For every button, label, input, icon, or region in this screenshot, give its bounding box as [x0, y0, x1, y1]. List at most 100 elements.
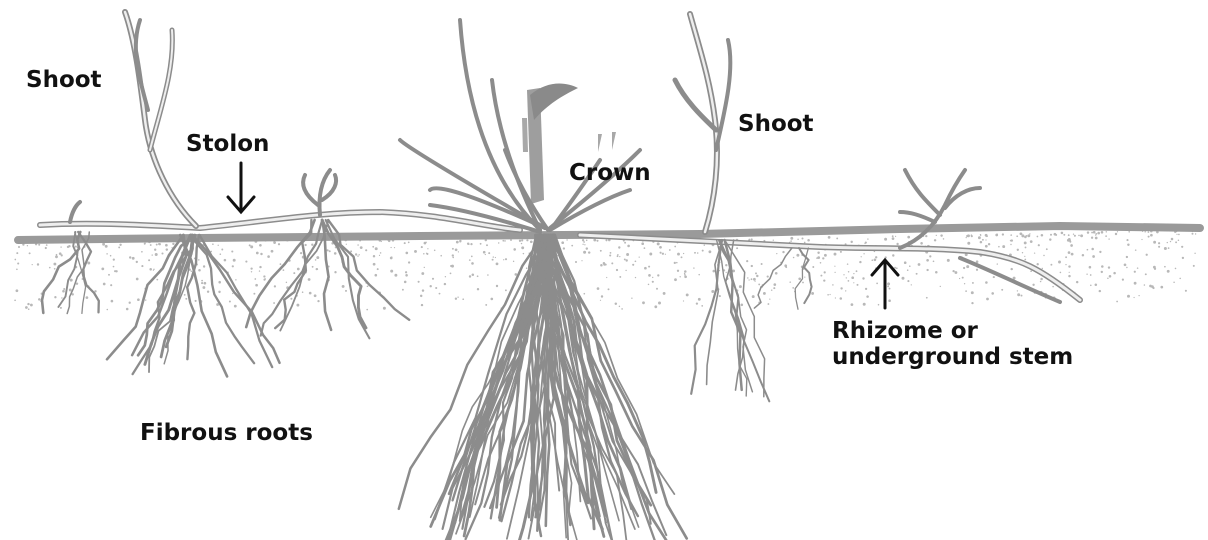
- soil-speckle: [851, 276, 854, 279]
- soil-speckle: [1026, 235, 1028, 237]
- soil-speckle: [600, 264, 603, 267]
- soil-speckle: [405, 252, 408, 255]
- soil-speckle: [18, 246, 20, 248]
- soil-speckle: [308, 278, 311, 281]
- soil-speckle: [108, 274, 110, 276]
- soil-speckle: [471, 256, 473, 258]
- soil-speckle: [502, 240, 504, 242]
- soil-speckle: [920, 242, 923, 245]
- soil-speckle: [971, 291, 974, 294]
- soil-speckle: [966, 265, 969, 268]
- rhizome-arrow: [872, 260, 898, 308]
- soil-speckle: [586, 240, 588, 242]
- soil-speckle: [1089, 266, 1092, 269]
- soil-speckle: [648, 284, 650, 286]
- soil-speckle: [1069, 272, 1070, 273]
- label-crown: Crown: [569, 160, 651, 186]
- soil-speckle: [829, 294, 830, 295]
- soil-speckle: [644, 247, 646, 249]
- soil-speckle: [144, 243, 146, 245]
- soil-speckle: [698, 274, 700, 276]
- soil-speckle: [641, 242, 644, 245]
- soil-speckle: [492, 259, 494, 261]
- soil-speckle: [191, 270, 193, 272]
- soil-speckle: [834, 272, 835, 273]
- soil-speckle: [1037, 263, 1039, 265]
- soil-speckle: [1002, 245, 1005, 248]
- soil-speckle: [126, 308, 129, 311]
- soil-speckle: [874, 258, 877, 261]
- soil-speckle: [1126, 239, 1128, 241]
- soil-speckle: [971, 302, 973, 304]
- soil-speckle: [1108, 238, 1109, 239]
- soil-speckle: [28, 308, 30, 310]
- soil-speckle: [1038, 244, 1040, 246]
- soil-speckle: [856, 270, 858, 272]
- soil-speckle: [1092, 255, 1095, 258]
- soil-speckle: [526, 239, 528, 241]
- soil-speckle: [758, 283, 760, 285]
- soil-speckle: [469, 275, 471, 277]
- soil-speckle: [1101, 271, 1103, 273]
- soil-speckle: [273, 241, 276, 244]
- soil-speckle: [608, 288, 610, 290]
- soil-speckle: [314, 294, 317, 297]
- soil-speckle: [952, 270, 954, 272]
- soil-speckle: [334, 252, 337, 255]
- soil-speckle: [312, 266, 314, 268]
- soil-speckle: [1041, 234, 1044, 237]
- soil-speckle: [218, 245, 219, 246]
- soil-speckle: [756, 275, 758, 277]
- soil-speckle: [605, 239, 607, 241]
- soil-speckle: [1090, 274, 1092, 276]
- soil-speckle: [824, 254, 827, 257]
- soil-speckle: [1097, 232, 1100, 235]
- soil-speckle: [751, 278, 753, 280]
- soil-speckle: [207, 291, 209, 293]
- soil-speckle: [853, 273, 854, 274]
- soil-speckle: [635, 277, 636, 278]
- soil-speckle: [526, 267, 528, 269]
- soil-speckle: [427, 248, 428, 249]
- soil-speckle: [1068, 251, 1071, 254]
- soil-speckle: [150, 244, 152, 246]
- soil-speckle: [820, 262, 822, 264]
- soil-speckle: [390, 247, 391, 248]
- soil-speckle: [698, 298, 701, 301]
- soil-speckle: [626, 253, 629, 256]
- soil-speckle: [993, 276, 995, 278]
- soil-speckle: [846, 277, 847, 278]
- soil-speckle: [861, 256, 862, 257]
- soil-speckle: [255, 284, 258, 287]
- soil-speckle: [107, 309, 109, 311]
- soil-speckle: [375, 274, 378, 277]
- soil-speckle: [683, 253, 684, 254]
- soil-speckle: [648, 266, 650, 268]
- soil-speckle: [962, 277, 964, 279]
- soil-speckle: [1093, 231, 1096, 234]
- soil-speckle: [477, 275, 479, 277]
- soil-speckle: [1061, 232, 1064, 235]
- soil-speckle: [696, 302, 698, 304]
- soil-speckle: [1146, 254, 1148, 256]
- soil-speckle: [1135, 249, 1137, 251]
- soil-speckle: [229, 300, 231, 302]
- soil-speckle: [245, 261, 247, 263]
- soil-speckle: [1193, 265, 1195, 267]
- soil-speckle: [375, 247, 378, 250]
- soil-speckle: [1063, 234, 1065, 236]
- soil-speckle: [736, 247, 738, 249]
- soil-speckle: [790, 237, 793, 240]
- soil-speckle: [677, 270, 679, 272]
- soil-speckle: [725, 264, 727, 266]
- soil-speckle: [1050, 234, 1052, 236]
- soil-speckle: [203, 265, 205, 267]
- soil-speckle: [982, 239, 984, 241]
- soil-speckle: [521, 246, 524, 249]
- soil-speckle: [642, 301, 645, 304]
- soil-speckle: [212, 243, 214, 245]
- soil-speckle: [1195, 233, 1196, 234]
- soil-speckle: [129, 302, 131, 304]
- soil-speckle: [609, 254, 611, 256]
- label-shoot-left: Shoot: [26, 67, 102, 93]
